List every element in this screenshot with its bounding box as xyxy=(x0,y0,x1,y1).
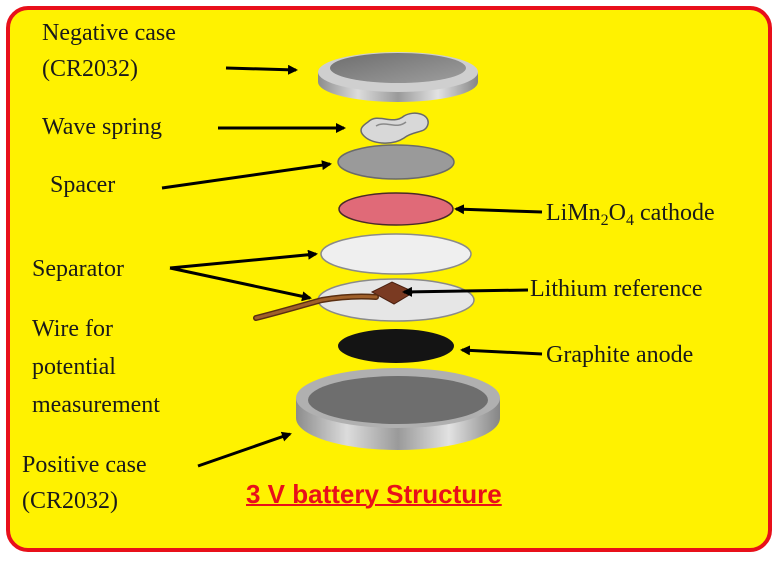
label-wire-line1: Wire for xyxy=(32,316,113,342)
label-wire-line2: potential xyxy=(32,354,116,380)
negative-case-part xyxy=(318,52,478,102)
wave-spring-part xyxy=(360,112,429,144)
label-separator: Separator xyxy=(32,256,124,282)
label-wave-spring: Wave spring xyxy=(42,114,163,140)
label-graphite-anode: Graphite anode xyxy=(546,342,694,368)
separator-disc-upper xyxy=(320,233,472,275)
label-positive-case: Positive case xyxy=(22,452,147,478)
label-positive-case-model: (CR2032) xyxy=(22,488,118,514)
label-negative-case-model: (CR2032) xyxy=(42,56,138,82)
cathode-disc xyxy=(338,192,454,226)
label-lithium-reference: Lithium reference xyxy=(530,276,703,302)
label-wire-line3: measurement xyxy=(32,392,160,418)
graphite-anode-disc xyxy=(338,329,454,363)
label-cathode: LiMn2O4 cathode xyxy=(546,200,715,229)
pointer-arrows xyxy=(161,64,543,468)
label-negative-case: Negative case xyxy=(42,20,176,46)
positive-case-part xyxy=(296,368,500,450)
spacer-disc xyxy=(337,144,455,180)
label-spacer: Spacer xyxy=(50,172,116,198)
diagram-caption: 3 V battery Structure xyxy=(246,479,502,509)
